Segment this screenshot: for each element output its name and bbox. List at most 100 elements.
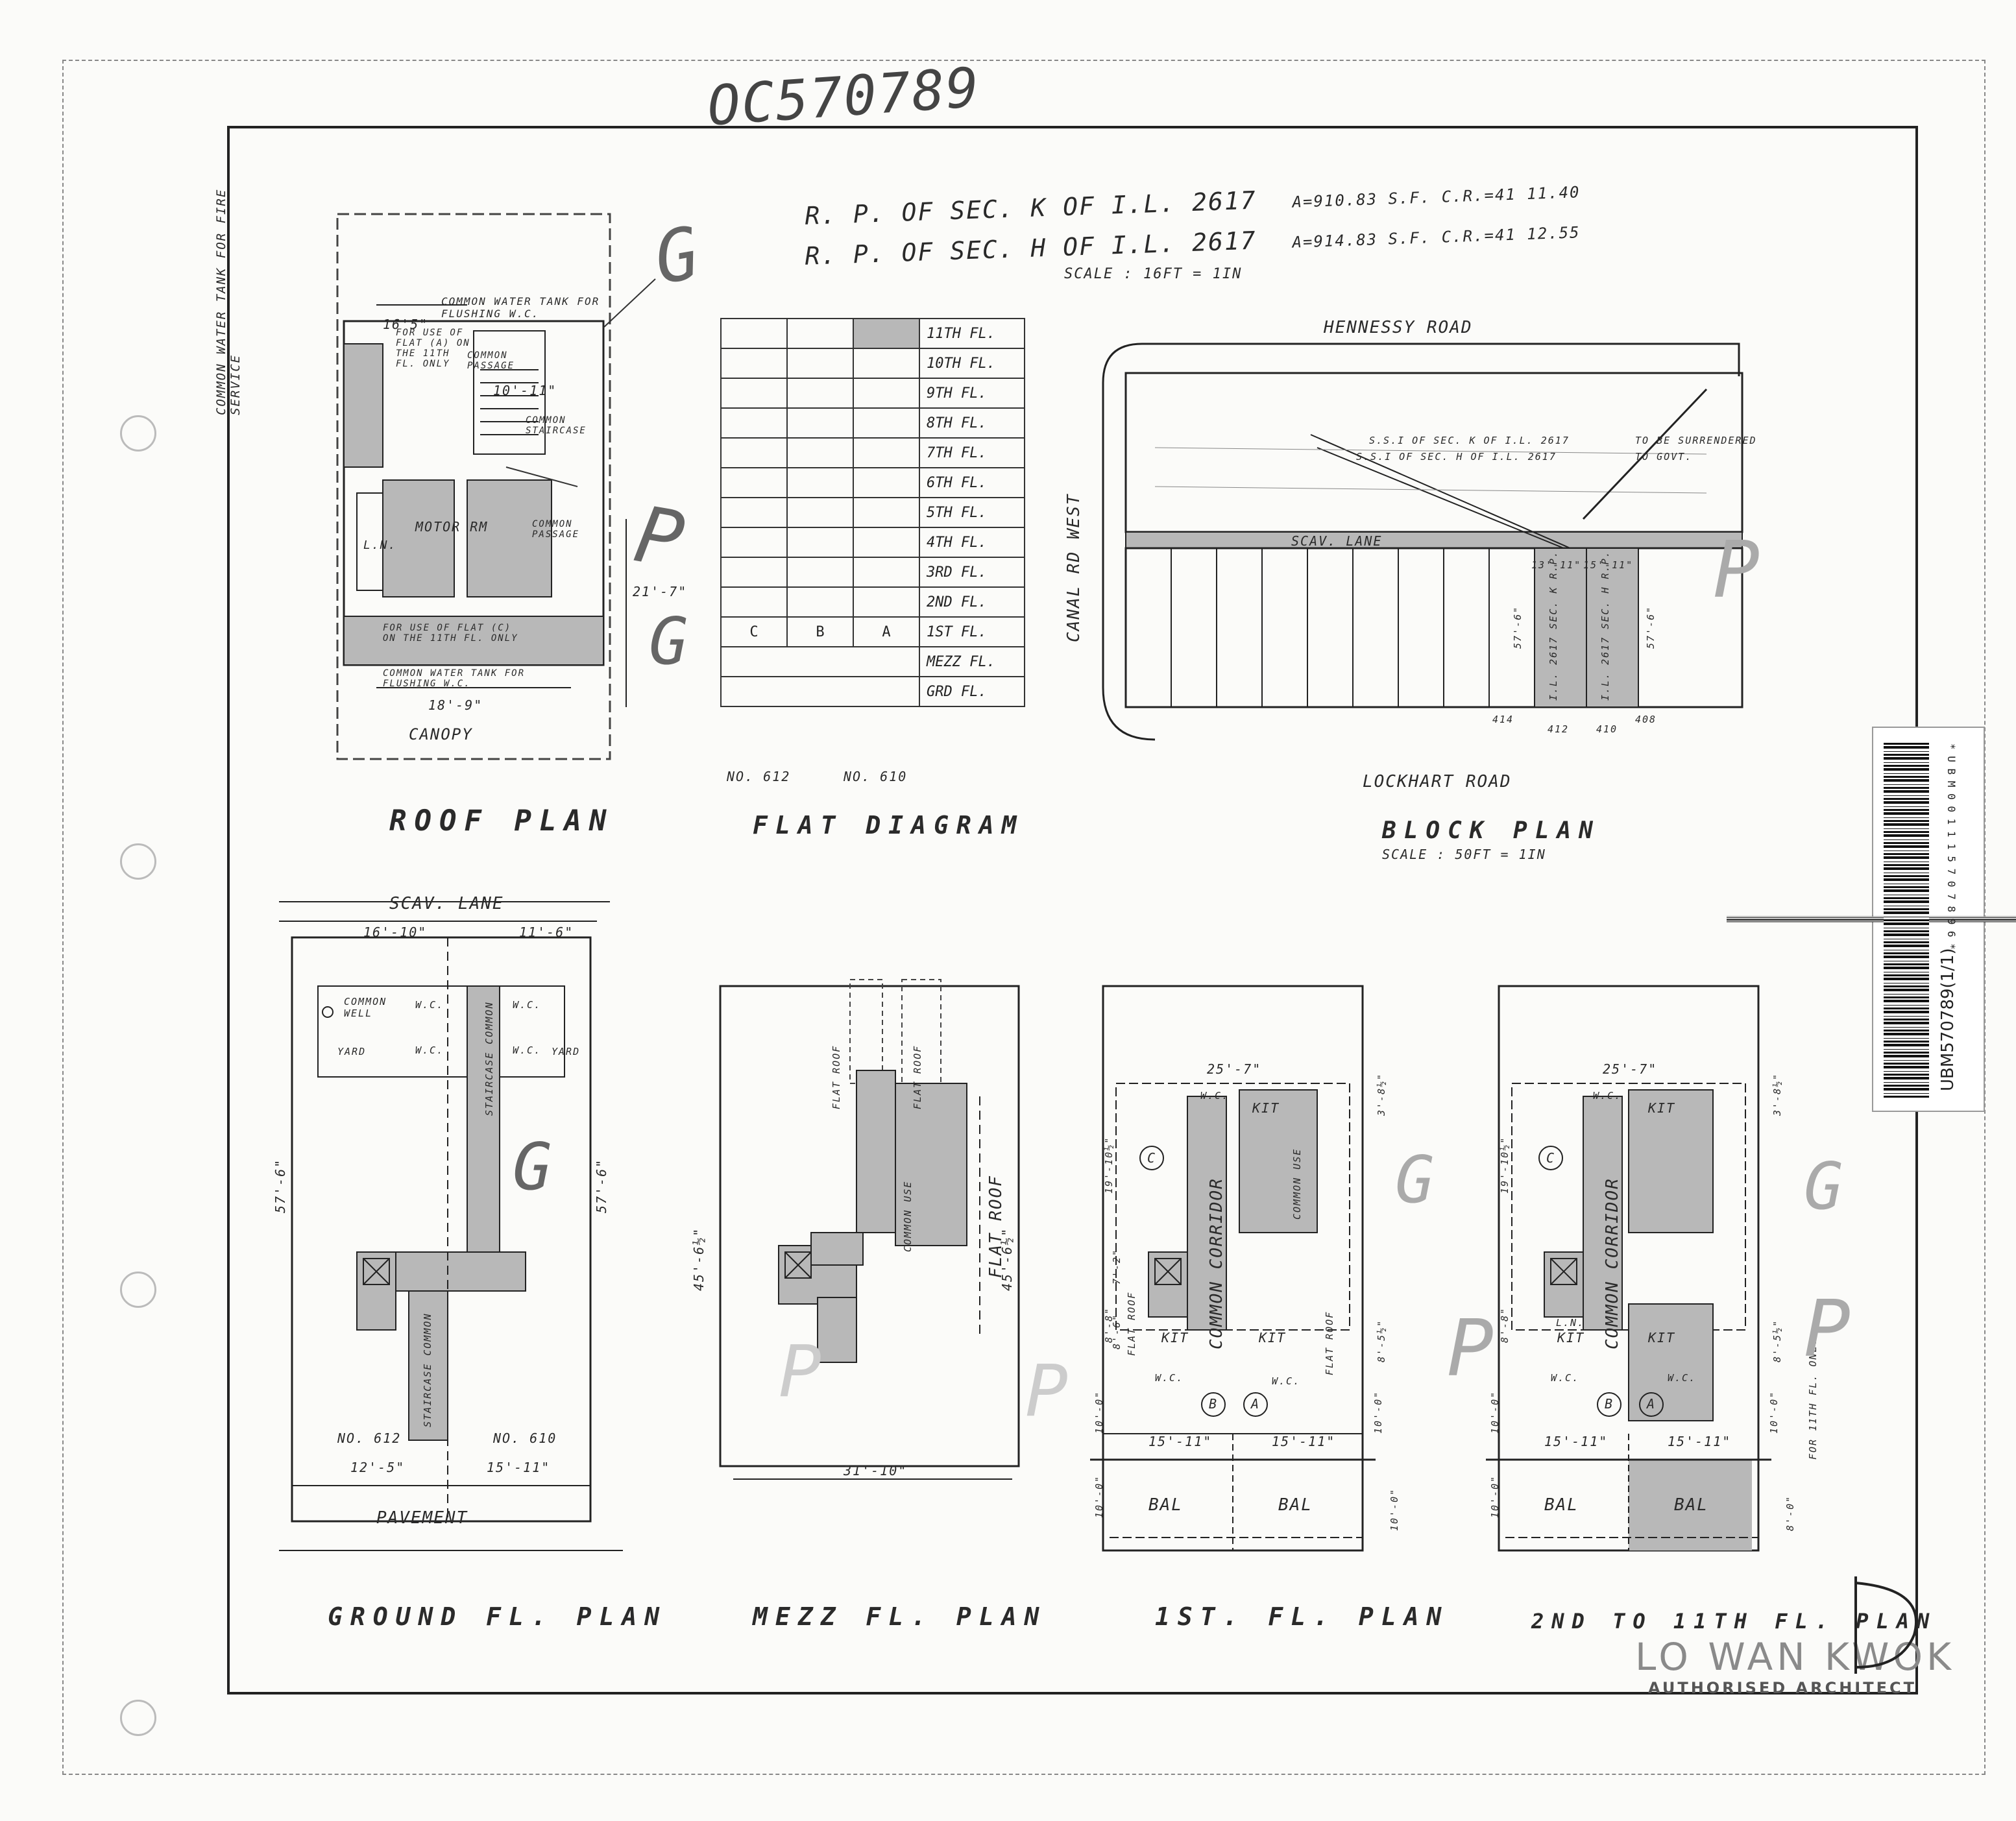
typical-plan-title: 2ND TO 11TH FL. PLAN	[1531, 1609, 1937, 1634]
first-corridor: COMMON CORRIDOR	[1207, 1177, 1226, 1349]
typical-bal-2: BAL	[1674, 1495, 1708, 1515]
ground-no-610: NO. 610	[493, 1430, 557, 1446]
roof-note-flat-use-c: FOR USE OF FLAT (C) ON THE 11TH FL. ONLY	[383, 623, 518, 644]
first-bal-2: BAL	[1278, 1495, 1313, 1515]
mezz-flat-roof-1: FLAT ROOF	[831, 1044, 842, 1109]
first-kit-1: KIT	[1252, 1100, 1280, 1116]
ground-dim-bottom-left: 12'-5"	[350, 1460, 406, 1475]
roof-note-flush-tank-bottom: COMMON WATER TANK FOR FLUSHING W.C.	[383, 668, 526, 689]
first-dim-right1: 3'-8½"	[1376, 1072, 1387, 1116]
first-flat-a: A	[1251, 1396, 1261, 1412]
block-note-right-1: TO BE SURRENDERED	[1635, 435, 1757, 446]
roof-plan-title: ROOF PLAN	[389, 804, 614, 838]
roof-canopy: CANOPY	[409, 725, 473, 743]
block-road-bottom: LOCKHART ROAD	[1363, 772, 1512, 791]
first-dim-small2: 8'-6"	[1111, 1313, 1123, 1349]
roof-label-staircase: COMMON STAIRCASE	[526, 415, 587, 436]
block-lot-k: I.L. 2617 SEC. K R.P.	[1548, 550, 1559, 701]
first-wc-1: W.C.	[1200, 1090, 1230, 1102]
ground-well: COMMON WELL	[344, 996, 387, 1019]
roof-note-flat-use: FOR USE OF FLAT (A) ON THE 11TH FL. ONLY	[396, 328, 470, 369]
ground-stair-label-2: STAIRCASE COMMON	[422, 1312, 433, 1428]
ground-lane: SCAV. LANE	[389, 894, 504, 913]
roof-note-fire-tank: COMMON WATER TANK FOR FIRE SERVICE	[214, 188, 243, 415]
ground-plan-title: GROUND FL. PLAN	[328, 1602, 668, 1631]
ground-yard-1: YARD	[337, 1046, 367, 1057]
hand-mark-p-2: P	[1713, 525, 1762, 616]
typical-wc-2: W.C.	[1551, 1372, 1580, 1384]
ground-dim-bottom-right: 15'-11"	[487, 1460, 551, 1475]
ground-dim-left: 57'-6"	[273, 1158, 288, 1213]
barcode-text: UBM570789(1/1)	[1938, 948, 1958, 1091]
first-common-use: COMMON USE	[1291, 1148, 1303, 1220]
typical-flat-c: C	[1546, 1150, 1556, 1166]
mezz-dim-bottom: 31'-10"	[844, 1463, 908, 1478]
roof-label-motor-rm: MOTOR RM	[415, 519, 489, 535]
first-kit-3: KIT	[1259, 1330, 1287, 1345]
typical-wc-3: W.C.	[1668, 1372, 1697, 1384]
block-plan-drawing	[1102, 343, 1743, 741]
ground-dim-top-right: 11'-6"	[519, 924, 574, 940]
typical-dim-left4: 10'-0"	[1489, 1475, 1501, 1518]
barcode-bars	[1727, 916, 2016, 923]
typical-flat-b: B	[1605, 1396, 1614, 1412]
block-house-408: 408	[1635, 714, 1657, 725]
first-kit-2: KIT	[1161, 1330, 1189, 1345]
mezz-flat-roof-2: FLAT ROOF	[912, 1044, 923, 1109]
hand-mark-g-4: G	[1395, 1142, 1436, 1218]
typical-dim-bot-left: 15'-11"	[1544, 1434, 1609, 1449]
roof-dim-top: 16'5"	[383, 317, 429, 332]
block-note-1: S.S.I OF SEC. K OF I.L. 2617	[1369, 435, 1570, 446]
typical-kit-3: KIT	[1648, 1330, 1676, 1345]
block-plan-scale: SCALE : 50FT = 1IN	[1382, 847, 1546, 862]
binder-hole	[120, 843, 156, 880]
first-dim-right2: 8'-5½"	[1376, 1319, 1387, 1362]
ground-wc-1: W.C.	[415, 999, 444, 1011]
typical-corridor: COMMON CORRIDOR	[1603, 1177, 1622, 1349]
mezz-plan-drawing	[719, 979, 1020, 1480]
mezz-dim-left: 45'-6½"	[691, 1227, 707, 1291]
block-dim-b: 15'-11"	[1583, 559, 1634, 571]
typical-dim-right3: 10'-0"	[1768, 1390, 1780, 1434]
block-lane: SCAV. LANE	[1291, 533, 1383, 549]
first-flat-roof-1: FLAT ROOF	[1126, 1291, 1137, 1356]
typical-dim-right4: 8'-0"	[1784, 1495, 1796, 1531]
binder-hole	[120, 1272, 156, 1308]
flat-diagram: 11TH FL. 10TH FL. 9TH FL. 8TH FL. 7TH FL…	[720, 318, 1025, 707]
mezz-common-use: COMMON USE	[902, 1180, 914, 1252]
binder-hole	[120, 1700, 156, 1736]
hand-mark-g-5: G	[1804, 1148, 1845, 1224]
typical-dim-right1: 3'-8½"	[1771, 1072, 1783, 1116]
block-dim-c: 57'-6"	[1512, 605, 1524, 649]
stamp-signature	[1854, 1576, 1918, 1674]
barcode-label: * U B M 0 0 1 1 1 5 7 0 7 8 9 6 * UBM570…	[1727, 727, 2016, 1112]
flat-diagram-no-612: NO. 612	[727, 769, 791, 784]
ground-stair-label: STAIRCASE COMMON	[483, 1001, 495, 1116]
typical-dim-right2: 8'-5½"	[1771, 1319, 1783, 1362]
hand-mark-p-6: P	[779, 1330, 823, 1413]
roof-dim-mid: 10'-11"	[493, 383, 557, 398]
hand-mark-p-4: P	[1447, 1304, 1496, 1394]
typical-dim-bot-right: 15'-11"	[1668, 1434, 1732, 1449]
flat-diagram-no-610: NO. 610	[844, 769, 908, 784]
first-dim-small: 7'-2"	[1111, 1248, 1123, 1284]
flat-diagram-title: FLAT DIAGRAM	[753, 811, 1025, 839]
first-dim-bot-right: 15'-11"	[1272, 1434, 1336, 1449]
roof-label-common-passage: COMMON PASSAGE	[532, 519, 580, 540]
typical-wc-1: W.C.	[1593, 1090, 1622, 1102]
roof-note-flush-tank-top: COMMON WATER TANK FOR FLUSHING W.C.	[441, 295, 600, 320]
typical-dim-left2: 8'-8"	[1499, 1307, 1511, 1343]
block-house-410: 410	[1596, 723, 1618, 735]
ground-plan-drawing	[279, 901, 623, 1551]
typical-kit-1: KIT	[1648, 1100, 1676, 1116]
roof-plan-drawing	[336, 213, 656, 760]
typical-plan-drawing	[1486, 985, 1771, 1552]
first-wc-3: W.C.	[1272, 1375, 1301, 1387]
first-plan-drawing	[1090, 985, 1376, 1552]
typical-dim-top: 25'-7"	[1603, 1061, 1658, 1077]
flat-diagram-table: 11TH FL. 10TH FL. 9TH FL. 8TH FL. 7TH FL…	[720, 318, 1025, 707]
typical-ln: L.N.	[1556, 1317, 1585, 1329]
hand-mark-p-3: P	[1804, 1284, 1852, 1375]
block-house-414: 414	[1492, 714, 1514, 725]
block-note-2: S.S.I OF SEC. H OF I.L. 2617	[1356, 451, 1557, 463]
